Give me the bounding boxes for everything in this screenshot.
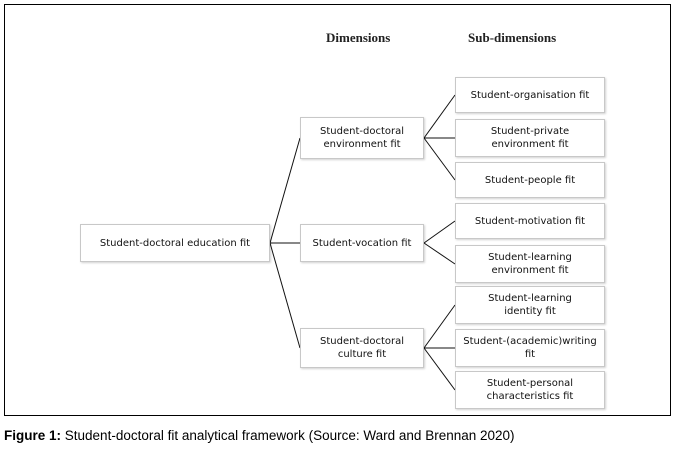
connector-dim1-sub3 (423, 137, 456, 181)
sub-dimensions-heading: Sub-dimensions (468, 30, 557, 45)
sub-dimension-label: Student-learning environment fit (488, 252, 572, 276)
sub-box-personal-characteristics: Student-personal characteristics fit (455, 371, 605, 409)
connector-dim3-sub8 (423, 347, 456, 391)
connector-dim2-sub5 (423, 242, 456, 265)
sub-box-academic-writing: Student-(academic)writing fit (455, 329, 605, 367)
sub-dimension-label: Student-people fit (484, 174, 576, 186)
sub-box-organisation: Student-organisation fit (455, 77, 605, 113)
dimension-box-culture: Student-doctoral culture fit (300, 328, 424, 368)
dimension-box-environment: Student-doctoral environment fit (300, 117, 424, 159)
sub-dimension-label: Student-motivation fit (474, 215, 586, 227)
sub-box-private-environment: Student-private environment fit (455, 119, 605, 157)
connector-root-dim1 (269, 137, 301, 244)
connector-root-dim3 (269, 242, 301, 349)
sub-box-learning-identity: Student-learning identity fit (455, 286, 605, 324)
caption-text: Student-doctoral fit analytical framewor… (64, 428, 515, 443)
sub-dimension-label: Student-private environment fit (490, 126, 570, 150)
root-label: Student-doctoral education fit (99, 237, 251, 249)
sub-dimension-label: Student-personal characteristics fit (486, 378, 574, 402)
connector-dim1-sub1 (423, 94, 456, 139)
connector-dim3-sub6 (423, 304, 456, 349)
dimension-box-vocation: Student-vocation fit (300, 224, 424, 262)
dimension-label: Student-doctoral culture fit (320, 336, 404, 360)
sub-box-people: Student-people fit (455, 162, 605, 198)
root-box: Student-doctoral education fit (80, 224, 270, 262)
sub-box-motivation: Student-motivation fit (455, 203, 605, 239)
caption-label: Figure 1: (4, 428, 62, 443)
sub-box-learning-environment: Student-learning environment fit (455, 245, 605, 283)
figure-caption: Figure 1: Student-doctoral fit analytica… (4, 428, 515, 443)
connector-dim2-sub4 (423, 220, 456, 244)
dimension-label: Student-doctoral environment fit (320, 126, 404, 150)
dimensions-heading: Dimensions (326, 30, 391, 45)
dimension-label: Student-vocation fit (312, 237, 412, 249)
sub-dimension-label: Student-(academic)writing fit (463, 336, 597, 360)
sub-dimension-label: Student-learning identity fit (488, 293, 572, 317)
sub-dimension-label: Student-organisation fit (470, 89, 590, 101)
